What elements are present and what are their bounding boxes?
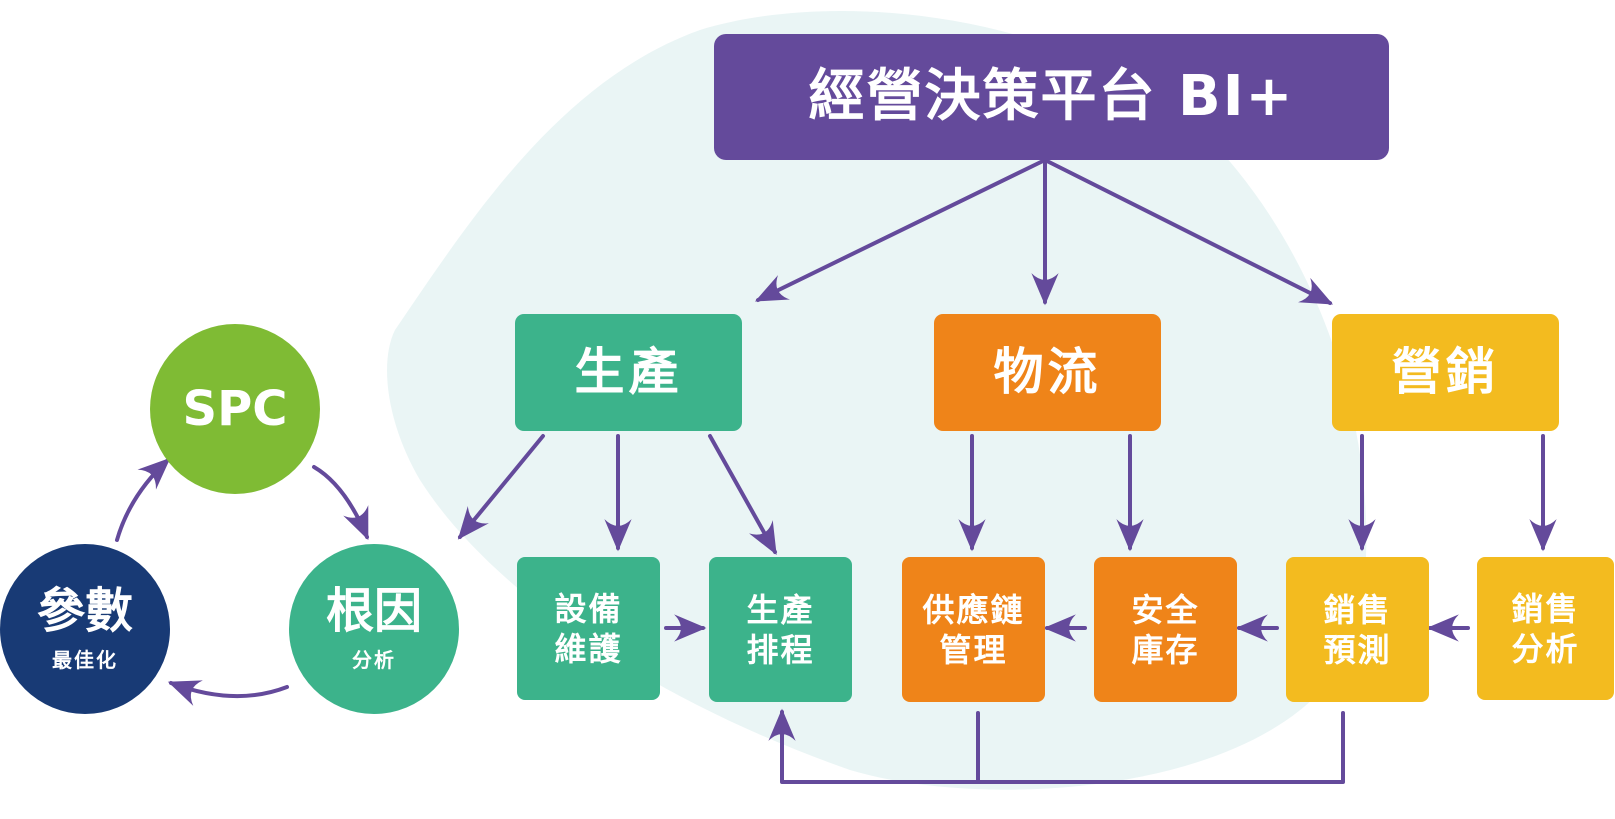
safety-stock-line2: 庫存 (1131, 630, 1200, 669)
equipment-maintenance-line2: 維護 (554, 629, 623, 668)
production-label: 生產 (574, 343, 683, 402)
safety-stock-line1: 安全 (1131, 590, 1200, 629)
marketing-label: 營銷 (1391, 343, 1500, 402)
equipment-maintenance-box: 設備 維護 (517, 557, 660, 700)
production-scheduling-box: 生產 排程 (709, 557, 852, 702)
sales-analysis-line2: 分析 (1511, 629, 1580, 668)
bi-platform-label: 經營決策平台 BI+ (808, 64, 1295, 129)
equipment-maintenance-line1: 設備 (554, 589, 623, 628)
sales-analysis-box: 銷售 分析 (1477, 557, 1614, 700)
arrow-top-to-production (754, 158, 1047, 302)
sales-forecast-line2: 預測 (1323, 630, 1392, 669)
logistics-label: 物流 (993, 343, 1102, 402)
bi-platform-box: 經營決策平台 BI+ (714, 34, 1389, 160)
supply-chain-management-box: 供應鏈 管理 (902, 557, 1045, 702)
supply-chain-management-line1: 供應鏈 (922, 590, 1025, 629)
arrow-production-to-root-cause (457, 434, 545, 540)
arrow-spc-to-root-cause (312, 465, 369, 541)
root-cause-circle: 根因 分析 (289, 544, 459, 714)
arrow-production-to-scheduling (708, 434, 777, 555)
production-box: 生產 (515, 314, 742, 431)
arrow-root-cause-to-parameter (167, 680, 289, 706)
root-cause-label: 根因 (325, 583, 422, 640)
parameter-circle: 參數 最佳化 (0, 544, 170, 714)
sales-analysis-line1: 銷售 (1511, 589, 1580, 628)
parameter-sub: 最佳化 (52, 647, 118, 672)
production-scheduling-line1: 生產 (746, 590, 815, 629)
sales-forecast-box: 銷售 預測 (1286, 557, 1429, 702)
supply-chain-management-line2: 管理 (939, 630, 1008, 669)
safety-stock-box: 安全 庫存 (1094, 557, 1237, 702)
spc-label: SPC (182, 380, 288, 437)
feedback-bracket (976, 711, 1345, 784)
logistics-box: 物流 (934, 314, 1161, 431)
arrow-feedback-to-scheduling (768, 708, 980, 784)
marketing-box: 營銷 (1332, 314, 1559, 431)
arrow-parameter-to-spc (115, 457, 171, 542)
sales-forecast-line1: 銷售 (1323, 590, 1392, 629)
production-scheduling-line2: 排程 (746, 630, 815, 669)
spc-circle: SPC (150, 324, 320, 494)
parameter-label: 參數 (36, 583, 133, 640)
arrow-top-to-marketing (1043, 158, 1334, 305)
root-cause-sub: 分析 (352, 647, 396, 672)
